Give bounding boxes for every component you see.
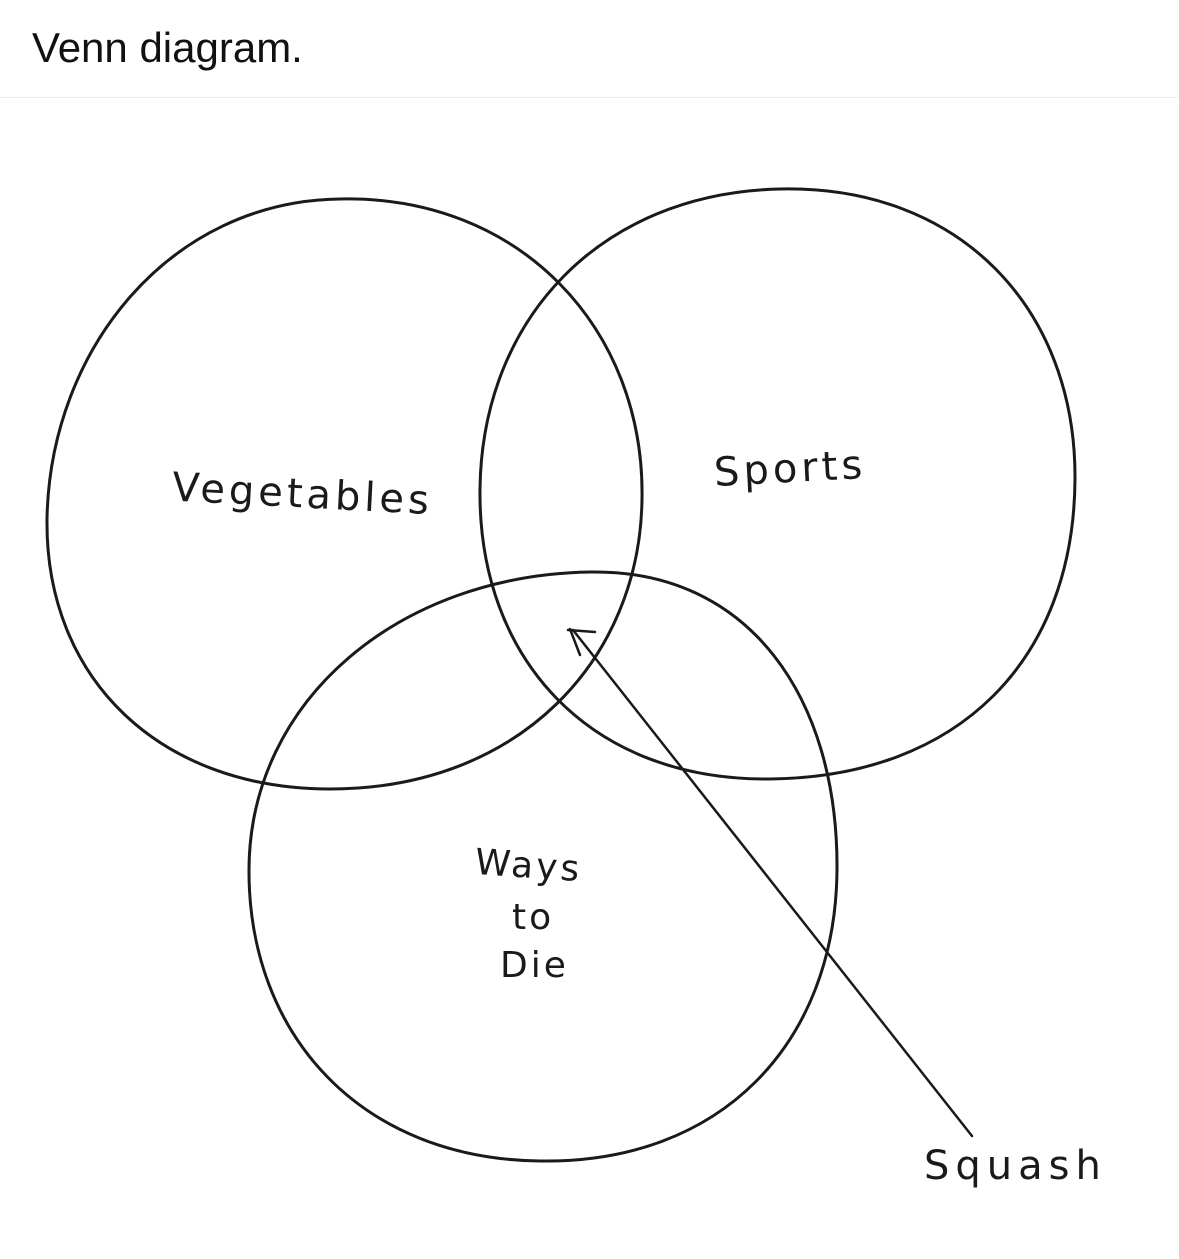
ways-to-die-label-line-2: to [512,897,554,938]
ways-to-die-label-line-1: Ways [474,842,584,890]
sports-circle [478,187,1077,781]
squash-arrow-line [571,628,974,1138]
venn-diagram-image: Vegetables Sports Ways to Die Squash [0,99,1179,1259]
vegetables-circle [45,197,644,791]
post-title: Venn diagram. [32,24,303,71]
vegetables-label: Vegetables [171,465,434,525]
post-header: Venn diagram. [0,0,1179,98]
sports-label: Sports [713,442,867,496]
venn-diagram: Vegetables Sports Ways to Die Squash [45,187,1107,1189]
squash-arrow-head [566,628,597,634]
ways-to-die-circle [247,570,839,1163]
squash-label: Squash [924,1143,1107,1189]
squash-arrow-head-side [568,627,582,657]
ways-to-die-label-line-3: Die [500,945,569,986]
